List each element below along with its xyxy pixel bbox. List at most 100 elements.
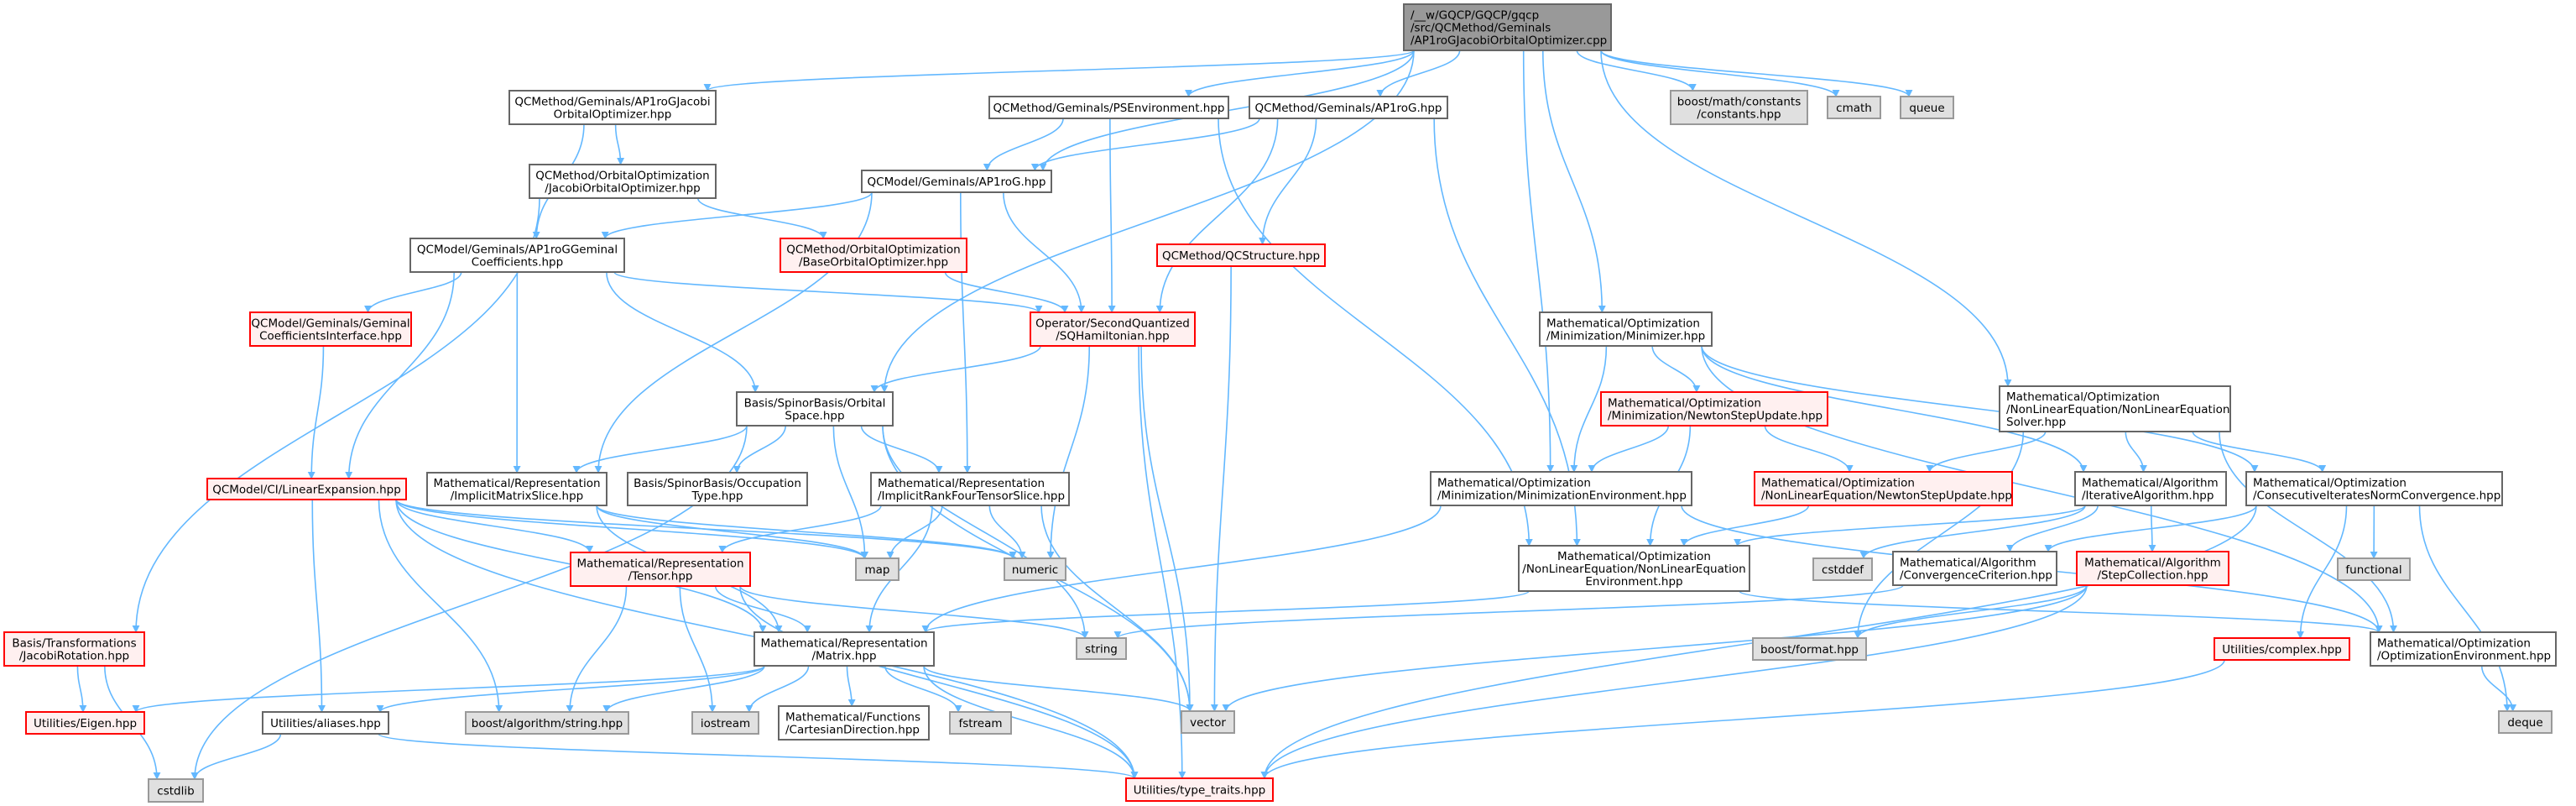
node-box (1181, 710, 1235, 734)
node-qcStructure[interactable]: QCMethod/QCStructure.hpp (1156, 243, 1326, 267)
edge-qcmodelAp1rog-to-implicitMatrixSlice (594, 191, 873, 474)
node-cartesianDir[interactable]: Mathematical/Functions/CartesianDirectio… (778, 705, 930, 741)
node-boostConst: boost/math/constants/constants.hpp (1670, 90, 1808, 125)
edge-linearExpansion-to-aliases (311, 499, 326, 713)
node-label-line: Coefficients.hpp (472, 256, 563, 270)
node-jacobiOrbOpt[interactable]: QCMethod/OrbitalOptimization/JacobiOrbit… (529, 164, 717, 199)
edge-nleEnv-to-matrix (921, 590, 1530, 633)
edge-minimizer-to-minNewtonStep (1651, 345, 1701, 393)
node-box (1900, 96, 1954, 119)
edge-jacobiOptHpp-to-jacobiOrbOpt (614, 123, 625, 165)
edge-linearExpansion-to-tensor (395, 499, 594, 553)
edge-jacobiRotation-to-eigen (76, 665, 87, 713)
edge-tensor-to-iostream (679, 585, 717, 713)
node-label-line: /ConvergenceCriterion.hpp (1900, 569, 2052, 583)
node-label-line: Type.hpp (691, 489, 743, 503)
node-sqHamiltonian[interactable]: Operator/SecondQuantized/SQHamiltonian.h… (1030, 311, 1196, 347)
node-label-line: QCMethod/OrbitalOptimization (786, 243, 960, 257)
node-label-line: Utilities/complex.hpp (2222, 643, 2342, 657)
edge-implicitRank4-to-numeric (988, 505, 1026, 559)
edge-sqHamiltonian-to-orbitalSpace (870, 345, 1041, 393)
node-qcmodelAp1rog[interactable]: QCModel/Geminals/AP1roG.hpp (861, 170, 1052, 193)
node-jacobiOptHpp[interactable]: QCMethod/Geminals/AP1roGJacobiOrbitalOpt… (508, 90, 717, 125)
node-matrix[interactable]: Mathematical/Representation/Matrix.hpp (754, 631, 935, 667)
edge-matrix-to-aliases (376, 665, 765, 713)
edge-stepCollection-to-vector (1222, 584, 2088, 712)
node-label-line: /StepCollection.hpp (2097, 569, 2208, 583)
node-box (2370, 631, 2557, 667)
node-label-line: /ImplicitRankFourTensorSlice.hpp (878, 489, 1065, 503)
node-aliases[interactable]: Utilities/aliases.hpp (262, 711, 389, 735)
edge-geminalCoeffs-to-sqHamiltonian (613, 271, 1043, 313)
edge-minimizer-to-consecConv (1701, 345, 2259, 473)
edge-tensor-to-typeTraits (739, 585, 1139, 779)
node-label-line: Utilities/type_traits.hpp (1134, 784, 1265, 798)
edge-consecConv-to-complex (2297, 505, 2348, 639)
node-boostAlgoString: boost/algorithm/string.hpp (465, 711, 629, 735)
node-fstream: fstream (949, 711, 1012, 735)
node-label-line: Mathematical/Representation (878, 477, 1045, 490)
node-label-line: Mathematical/Optimization (2006, 390, 2160, 404)
node-box (1539, 311, 1713, 347)
edge-geminalCoeffsIface-to-linearExpansion (307, 345, 325, 479)
node-box (2074, 471, 2227, 506)
node-label-line: QCMethod/QCStructure.hpp (1162, 249, 1320, 263)
node-label-line: /BaseOrbitalOptimizer.hpp (799, 256, 948, 270)
edge-minimizer-to-iterativeAlgo (1701, 345, 2088, 473)
node-eigen[interactable]: Utilities/Eigen.hpp (25, 711, 145, 735)
node-geminalCoeffsIface[interactable]: QCModel/Geminals/GeminalCoefficientsInte… (249, 311, 412, 347)
edge-root-to-nleSolver (1600, 50, 2012, 387)
node-nleSolver[interactable]: Mathematical/Optimization/NonLinearEquat… (1999, 385, 2231, 432)
node-box (2337, 557, 2411, 581)
edge-implicitRank4-to-map (886, 505, 943, 559)
node-box (1030, 311, 1196, 347)
node-root[interactable]: /__w/GQCP/GQCP/gqcp/src/QCMethod/Geminal… (1403, 3, 1612, 51)
node-qcmAp1rog[interactable]: QCMethod/Geminals/AP1roG.hpp (1249, 96, 1448, 119)
node-label-line: Utilities/Eigen.hpp (34, 717, 137, 730)
edge-qcmodelAp1rog-to-sqHamiltonian (1003, 191, 1086, 313)
node-stepCollection[interactable]: Mathematical/Algorithm/StepCollection.hp… (2076, 551, 2229, 586)
node-label-line: queue (1909, 102, 1944, 115)
node-convCriterion[interactable]: Mathematical/Algorithm/ConvergenceCriter… (1892, 551, 2057, 586)
edge-tensor-to-boostAlgoString (566, 585, 628, 713)
node-box (861, 170, 1052, 193)
node-box (1999, 385, 2231, 432)
edge-baseOrbOpt-to-sqHamiltonian (944, 271, 1069, 313)
node-label-line: numeric (1012, 563, 1058, 577)
node-consecConv[interactable]: Mathematical/Optimization/ConsecutiveIte… (2245, 471, 2503, 506)
node-box (465, 711, 629, 735)
node-minNewtonStep[interactable]: Mathematical/Optimization/Minimization/N… (1600, 391, 1828, 427)
node-label-line: QCMethod/Geminals/AP1roGJacobi (514, 96, 710, 109)
node-box (25, 711, 145, 735)
node-optEnv[interactable]: Mathematical/Optimization/OptimizationEn… (2370, 631, 2557, 667)
node-label-line: /Minimization/MinimizationEnvironment.hp… (1437, 489, 1687, 503)
node-nleNewtonStep[interactable]: Mathematical/Optimization/NonLinearEquat… (1754, 471, 2013, 506)
node-geminalCoeffs[interactable]: QCModel/Geminals/AP1roGGeminalCoefficien… (409, 238, 625, 273)
node-label-line: /ImplicitMatrixSlice.hpp (451, 489, 584, 503)
node-nleEnv[interactable]: Mathematical/Optimization/NonLinearEquat… (1518, 545, 1750, 592)
node-label-line: /JacobiOrbitalOptimizer.hpp (545, 182, 700, 196)
edge-sqHamiltonian-to-vector (1140, 345, 1194, 712)
node-minEnv[interactable]: Mathematical/Optimization/Minimization/M… (1430, 471, 1692, 506)
node-label-line: string (1085, 643, 1118, 657)
node-minimizer[interactable]: Mathematical/Optimization/Minimization/M… (1539, 311, 1713, 347)
node-psEnv[interactable]: QCMethod/Geminals/PSEnvironment.hpp (988, 96, 1229, 119)
node-jacobiRotation[interactable]: Basis/Transformations/JacobiRotation.hpp (3, 631, 145, 667)
node-implicitMatrixSlice[interactable]: Mathematical/Representation/ImplicitMatr… (426, 472, 607, 506)
node-baseOrbOpt[interactable]: QCMethod/OrbitalOptimization/BaseOrbital… (780, 238, 967, 273)
node-linearExpansion[interactable]: QCModel/CI/LinearExpansion.hpp (206, 478, 407, 500)
node-complex[interactable]: Utilities/complex.hpp (2214, 637, 2350, 661)
node-label-line: Mathematical/Optimization (1761, 477, 1915, 490)
node-label-line: /IterativeAlgorithm.hpp (2082, 489, 2214, 503)
node-implicitRank4[interactable]: Mathematical/Representation/ImplicitRank… (870, 472, 1070, 506)
node-typeTraits[interactable]: Utilities/type_traits.hpp (1125, 777, 1274, 802)
node-tensor[interactable]: Mathematical/Representation/Tensor.hpp (570, 552, 751, 587)
edge-root-to-minimizer (1542, 50, 1606, 313)
edge-root-to-queue (1600, 50, 1913, 97)
edge-matrix-to-fstream (884, 665, 962, 713)
node-label-line: Mathematical/Algorithm (1900, 557, 2036, 570)
node-iterativeAlgo[interactable]: Mathematical/Algorithm/IterativeAlgorith… (2074, 471, 2227, 506)
